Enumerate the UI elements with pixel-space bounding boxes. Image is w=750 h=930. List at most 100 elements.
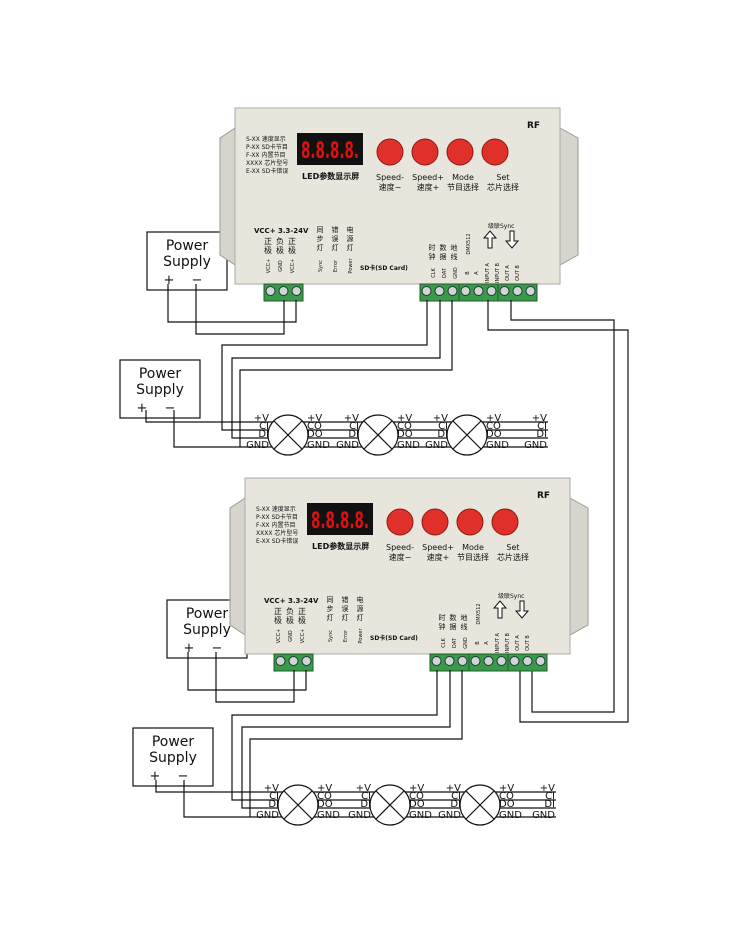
terminal-screw <box>512 286 523 296</box>
signal-label: 地 <box>461 613 468 622</box>
led-display <box>307 503 373 535</box>
button-mode[interactable] <box>446 138 474 166</box>
arrow-down-icon <box>504 230 520 249</box>
minus-terminal-label: − <box>178 769 189 784</box>
power-pin-label: 正 <box>298 607 306 616</box>
dmx-pin-name: A <box>474 271 480 275</box>
power-pin-label: 正 <box>288 237 296 246</box>
button-label: Set <box>496 173 509 182</box>
button-label: Set <box>506 543 519 552</box>
led-output-label: GND <box>397 440 420 451</box>
display-digits: 8.8.8.8. <box>311 509 369 534</box>
led-output-label: +V <box>499 783 514 794</box>
indicator-name: Sync <box>328 630 334 642</box>
led-cross-icon <box>273 420 303 450</box>
indicator-label: 源 <box>357 604 364 613</box>
button-label: Speed- <box>376 173 404 182</box>
signal-label: 钟 <box>429 252 436 261</box>
display-legend-item: XXXX 芯片型号 <box>246 159 288 167</box>
sync-pin-name: INPUT B <box>495 262 501 283</box>
button-label: Mode <box>452 173 474 182</box>
indicator-label: 灯 <box>342 613 349 622</box>
indicator-name: Sync <box>318 260 324 272</box>
signal-pin-name: GND <box>463 637 469 649</box>
sync-pin-name: INPUT A <box>485 262 491 283</box>
power-pin-name: VCC+ <box>290 259 296 274</box>
terminal-screw <box>499 286 510 296</box>
button-set[interactable] <box>481 138 509 166</box>
button-label-cn: 速度− <box>389 552 412 562</box>
button-mode[interactable] <box>456 508 484 536</box>
button-label-cn: 速度− <box>379 182 402 192</box>
button-label-cn: 速度+ <box>427 552 450 562</box>
led-input-label: +V <box>433 413 448 424</box>
terminal-screw <box>457 656 468 666</box>
indicator-label: 同 <box>317 226 324 234</box>
led-input-label: +V <box>446 783 461 794</box>
led-output-label: DO <box>486 429 502 440</box>
signal-label: 时 <box>439 613 446 622</box>
wire-plus <box>187 652 307 691</box>
wire <box>239 300 453 447</box>
led-input-label: +V <box>356 783 371 794</box>
led-input-label: +V <box>254 413 269 424</box>
button-label: Speed- <box>386 543 414 552</box>
indicator-name: Power <box>358 628 364 644</box>
power-pin-label: 极 <box>276 245 284 255</box>
led-output-label: DO <box>409 799 425 810</box>
signal-label: 线 <box>451 252 458 261</box>
led-output-label: +V <box>409 783 424 794</box>
power-supply-title: Power <box>152 734 195 750</box>
led-output-label: +V <box>486 413 501 424</box>
minus-terminal-label: − <box>192 273 203 288</box>
button-speed-plus[interactable] <box>411 138 439 166</box>
led-input-label: CI <box>537 421 547 432</box>
display-legend-item: F-XX 内置节目 <box>256 521 295 529</box>
button-speed-minus[interactable] <box>376 138 404 166</box>
indicator-label: 源 <box>347 234 354 243</box>
led-output-label: CO <box>486 421 501 432</box>
button-label: Speed+ <box>412 173 444 182</box>
display-legend-item: E-XX SD卡错误 <box>256 537 298 545</box>
button-speed-minus[interactable] <box>386 508 414 536</box>
indicator-label: 灯 <box>347 243 354 252</box>
display-digits: 8.8.8.8. <box>301 139 359 164</box>
sync-pin-name: OUT A <box>505 265 511 281</box>
minus-terminal-label: − <box>165 401 176 416</box>
signal-pin-name: CLK <box>441 638 447 648</box>
sync-pin-name: INPUT B <box>505 632 511 653</box>
indicator-label: 灯 <box>332 243 339 252</box>
wire-strip-gnd <box>183 780 250 818</box>
terminal-screw <box>483 656 494 666</box>
arrow-up-icon <box>482 230 498 249</box>
indicator-label: 步 <box>327 605 334 613</box>
terminal-screw <box>509 656 520 666</box>
minus-terminal-label: − <box>212 641 223 656</box>
rf-label: RF <box>527 121 540 131</box>
led-output-label: GND <box>409 810 432 821</box>
display-legend-item: P-XX SD卡节目 <box>256 513 298 521</box>
dmx-pin-name: B <box>475 641 481 645</box>
arrow-up-icon <box>492 600 508 619</box>
terminal-screw <box>434 286 445 296</box>
dmx-pin-name: A <box>484 641 490 645</box>
button-speed-plus[interactable] <box>421 508 449 536</box>
led-input-label: GND <box>348 810 371 821</box>
power-pin-label: 正 <box>264 237 272 246</box>
power-supply-box <box>166 599 248 659</box>
display-legend-item: E-XX SD卡错误 <box>246 167 288 175</box>
sync-wire-b <box>510 300 615 713</box>
indicator-label: 错 <box>332 225 339 234</box>
terminal-screw <box>431 656 442 666</box>
led-input-label: CI <box>259 421 269 432</box>
dmx-label: DMX512 <box>466 233 472 254</box>
indicator-label: 同 <box>327 596 334 604</box>
terminal-screw <box>522 656 533 666</box>
indicator-label: 误 <box>332 234 339 243</box>
mounting-flange <box>559 127 579 266</box>
power-pin-name: VCC+ <box>276 629 282 644</box>
sync-label: 级联Sync <box>488 222 514 230</box>
button-set[interactable] <box>491 508 519 536</box>
